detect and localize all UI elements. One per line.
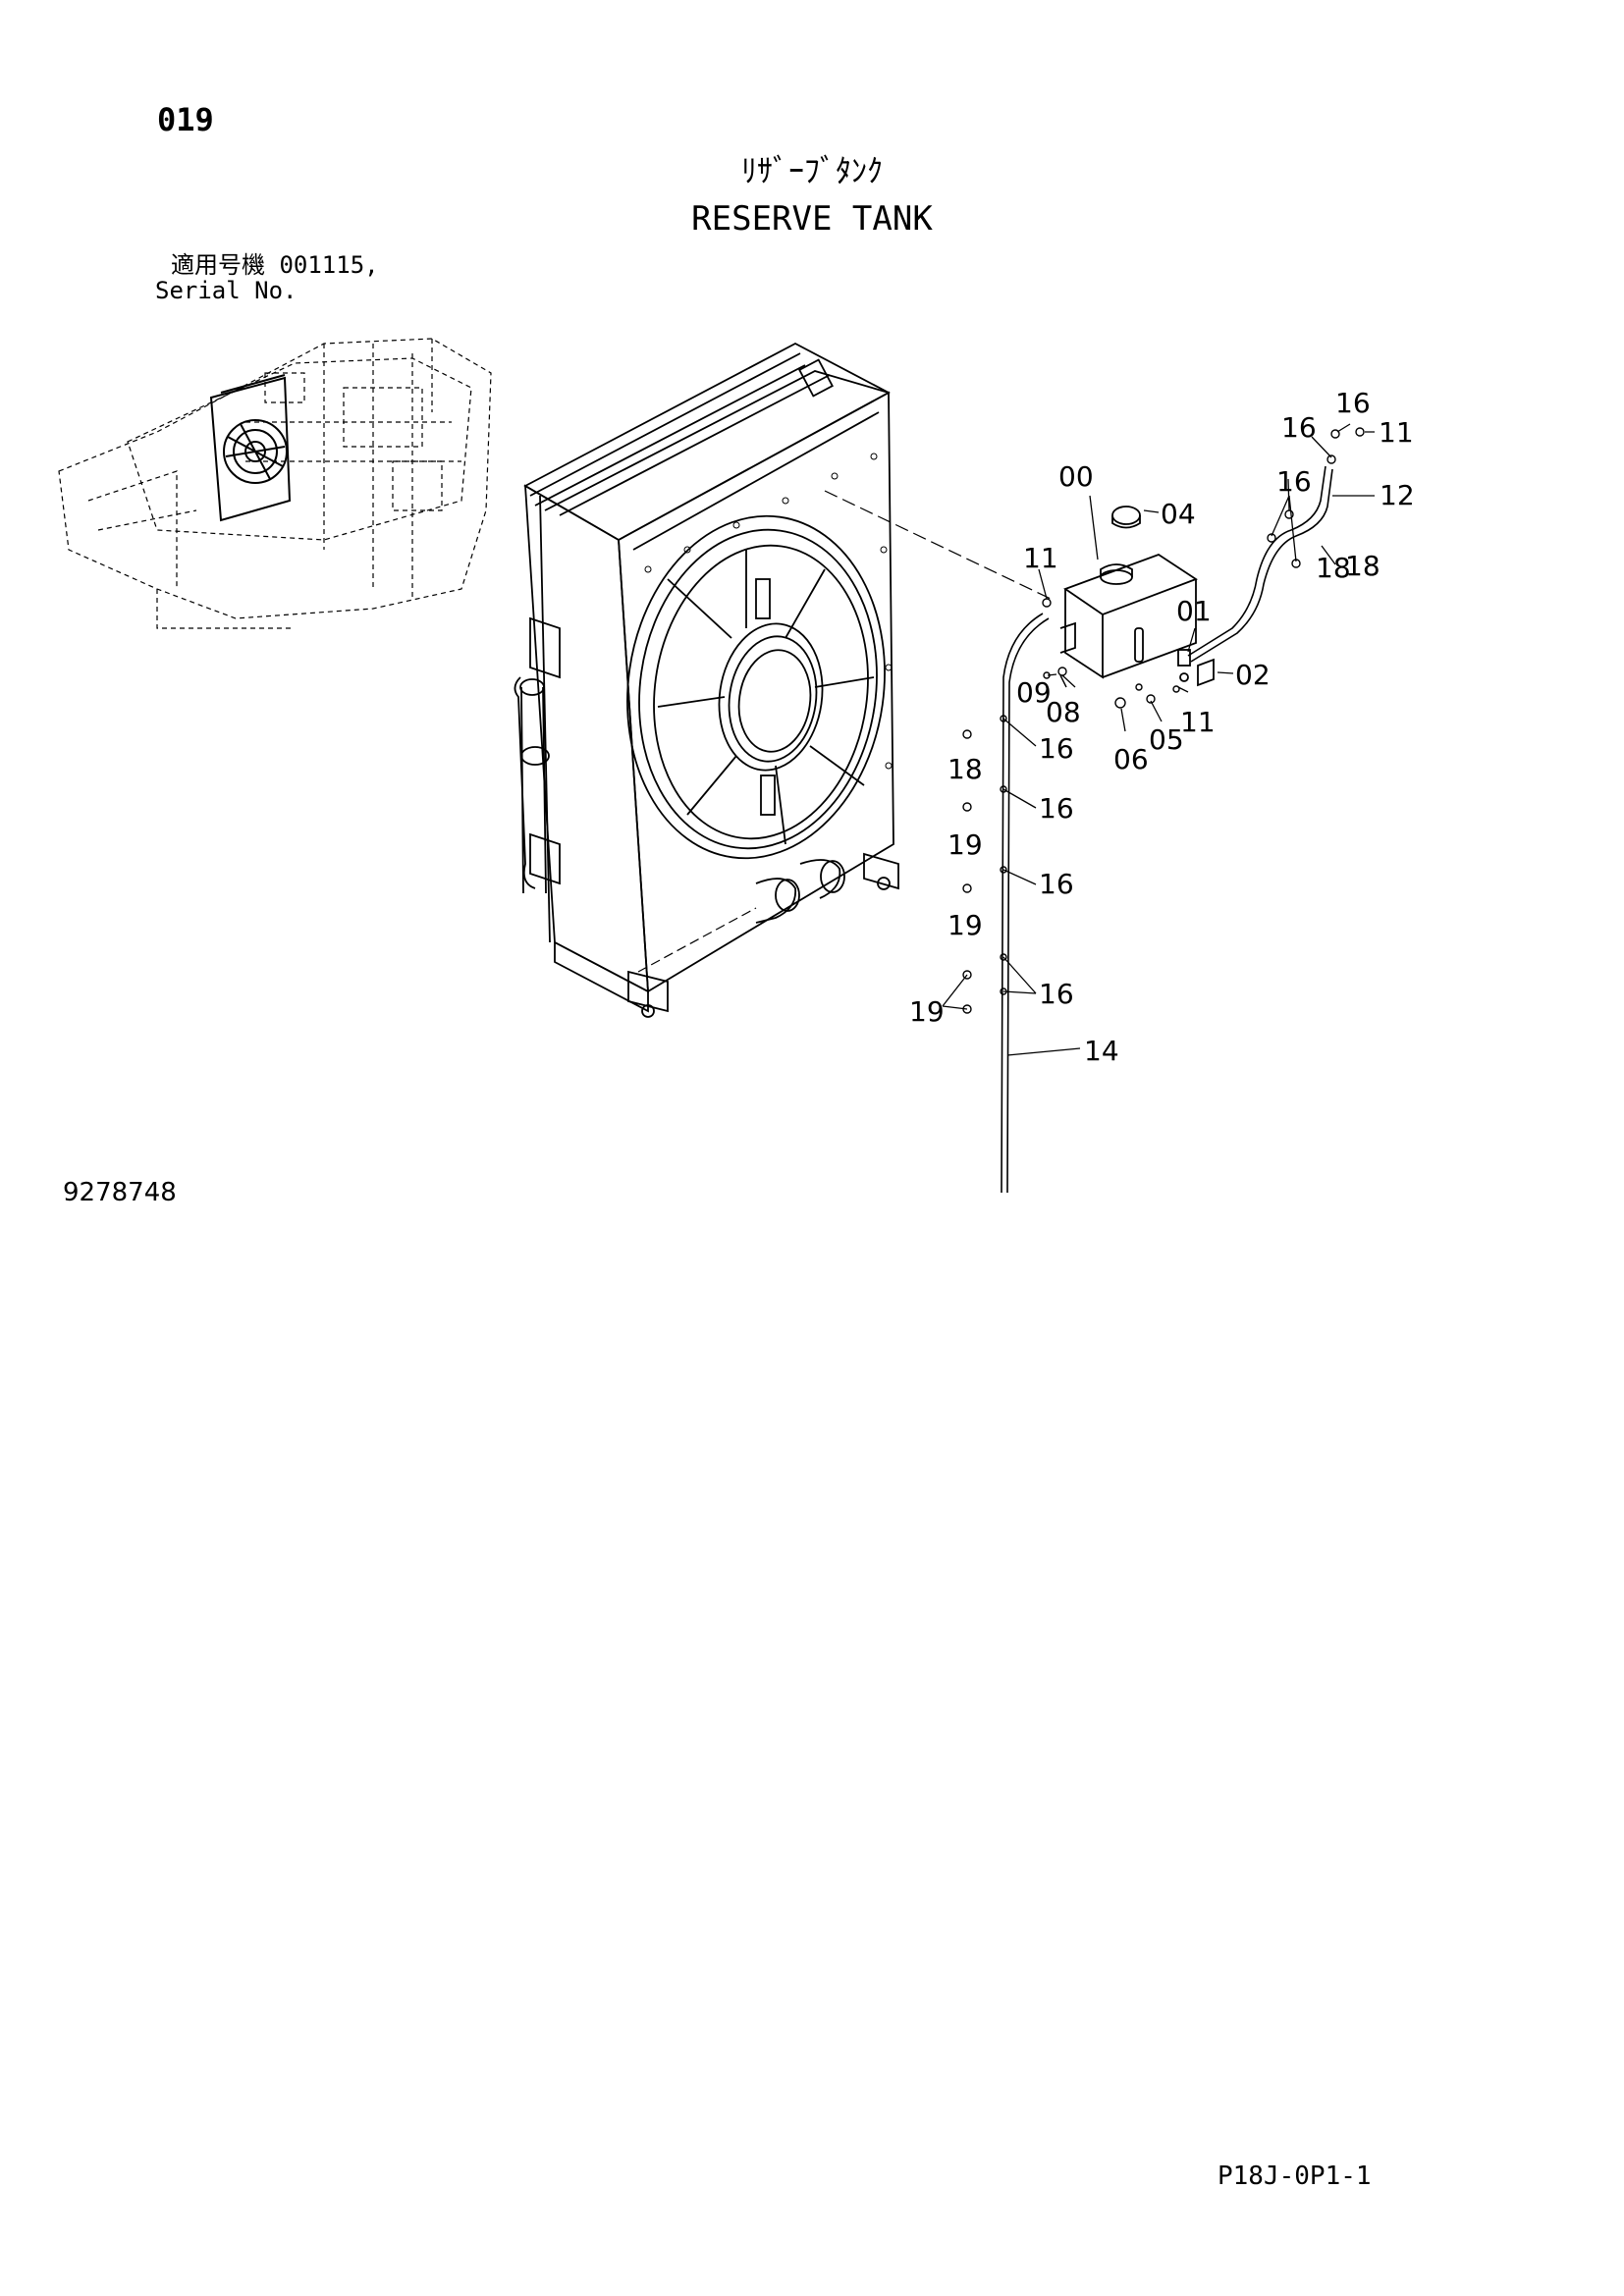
callout-16-b: 16 bbox=[1039, 792, 1074, 825]
clamps-and-bolts bbox=[962, 427, 1365, 1014]
callout-00: 00 bbox=[1058, 460, 1094, 493]
callout-11-tank: 11 bbox=[1023, 542, 1058, 574]
callout-19-a: 18 bbox=[947, 753, 983, 785]
serial-applicable-label: 適用号機 001115, bbox=[171, 251, 379, 279]
callout-19-d: 19 bbox=[909, 995, 945, 1028]
callout-12: 12 bbox=[1380, 479, 1415, 511]
reserve-tank bbox=[1059, 506, 1215, 687]
title-japanese: ﾘｻﾞｰﾌﾞﾀﾝｸ bbox=[740, 152, 883, 189]
callout-16-hose-mid: 16 bbox=[1276, 465, 1312, 498]
machine-overview-thumbnail bbox=[58, 338, 492, 629]
callout-14: 14 bbox=[1084, 1035, 1119, 1067]
callout-06: 06 bbox=[1113, 743, 1149, 775]
callout-02: 02 bbox=[1235, 659, 1271, 691]
callout-04: 04 bbox=[1161, 498, 1196, 530]
hoses bbox=[1001, 465, 1333, 1194]
callout-05: 05 bbox=[1149, 723, 1184, 756]
page-number: 019 bbox=[157, 101, 214, 138]
callout-08: 08 bbox=[1046, 696, 1081, 728]
callout-16-a: 16 bbox=[1039, 732, 1074, 765]
sheet-code: P18J-0P1-1 bbox=[1218, 2162, 1372, 2191]
serial-number-label: Serial No. bbox=[155, 277, 298, 304]
callout-19-c: 19 bbox=[947, 909, 983, 941]
callout-09: 09 bbox=[1016, 676, 1052, 709]
leader-lines bbox=[942, 423, 1375, 1056]
drawing-number: 9278748 bbox=[63, 1178, 177, 1207]
thumbnail-radiator-highlight bbox=[209, 374, 292, 522]
callout-19-b: 19 bbox=[947, 828, 983, 861]
callout-labels: 00 01 02 04 05 06 08 09 11 11 11 12 14 1… bbox=[909, 387, 1415, 1067]
callout-01: 01 bbox=[1176, 595, 1212, 627]
radiator-assembly bbox=[514, 342, 1052, 1018]
title-english: RESERVE TANK bbox=[691, 199, 933, 239]
callout-11-fitting: 11 bbox=[1180, 706, 1216, 738]
callout-18-top: 16 bbox=[1335, 387, 1371, 419]
callout-16-d: 16 bbox=[1039, 978, 1074, 1010]
callout-18-left: 18 bbox=[1316, 552, 1351, 584]
callout-18-right: 18 bbox=[1345, 550, 1380, 582]
callout-11-hose-end: 11 bbox=[1379, 416, 1414, 449]
callout-16-c: 16 bbox=[1039, 868, 1074, 900]
callout-16-hose-top: 16 bbox=[1281, 411, 1317, 444]
